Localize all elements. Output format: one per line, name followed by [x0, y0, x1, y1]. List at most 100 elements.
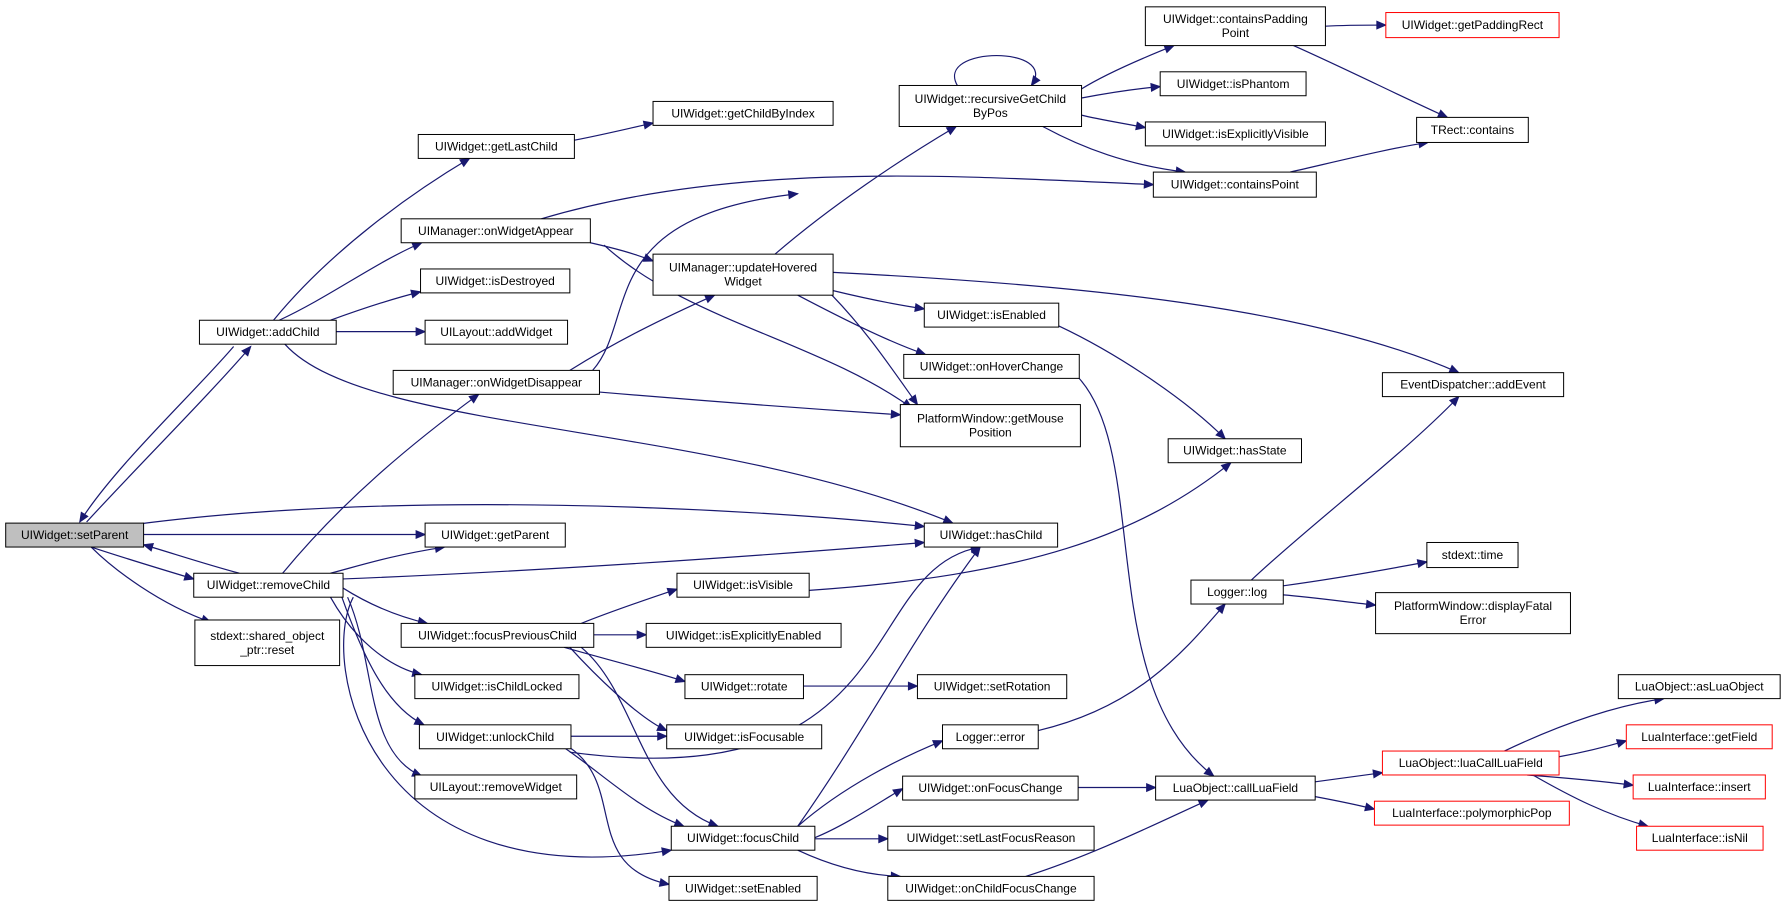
- arrowhead: [945, 125, 958, 136]
- node-box: [400, 622, 595, 648]
- edge-updateHoveredWidget-to-getMousePosition: [831, 294, 919, 406]
- edge-line: [1283, 561, 1427, 587]
- edge-line: [341, 596, 425, 726]
- node-getLastChild[interactable]: UIWidget::getLastChild: [417, 133, 575, 159]
- node-label: Position: [969, 426, 1012, 440]
- node-asLuaObject[interactable]: LuaObject::asLuaObject: [1617, 674, 1781, 700]
- node-label: UIManager::updateHovered: [669, 261, 817, 275]
- node-label: UIWidget::containsPadding: [1163, 12, 1308, 26]
- node-getPaddingRect[interactable]: UIWidget::getPaddingRect: [1385, 12, 1560, 39]
- arrowhead: [1030, 75, 1041, 87]
- edge-line: [569, 646, 667, 732]
- edge-line: [1077, 376, 1215, 777]
- node-getParent[interactable]: UIWidget::getParent: [424, 522, 566, 548]
- edge-containsPaddingPoint-to-getPaddingRect: [1325, 20, 1388, 30]
- node-isVisible[interactable]: UIWidget::isVisible: [676, 572, 810, 598]
- edge-onHoverChange-to-callLuaField: [1077, 376, 1215, 777]
- edge-loggerError-to-loggerLog: [1038, 603, 1226, 732]
- node-hasState[interactable]: UIWidget::hasState: [1167, 438, 1303, 464]
- node-removeChild[interactable]: UIWidget::removeChild: [193, 572, 344, 598]
- node-loggerLog[interactable]: Logger::log: [1190, 579, 1284, 605]
- node-setEnabled[interactable]: UIWidget::setEnabled: [668, 875, 818, 901]
- node-box: [942, 724, 1039, 750]
- edge-line: [1081, 86, 1161, 99]
- node-onWidgetAppear[interactable]: UIManager::onWidgetAppear: [400, 218, 591, 244]
- edge-containsPaddingPoint-to-trectContains: [1293, 45, 1449, 118]
- node-rotate[interactable]: UIWidget::rotate: [684, 674, 804, 700]
- node-loggerError[interactable]: Logger::error: [942, 724, 1039, 750]
- node-setRotation[interactable]: UIWidget::setRotation: [916, 674, 1068, 700]
- node-insert[interactable]: LuaInterface::insert: [1632, 774, 1766, 800]
- edge-focusChild-to-onChildFocusChange: [797, 849, 902, 881]
- node-box: [1144, 121, 1326, 147]
- node-focusPreviousChild[interactable]: UIWidget::focusPreviousChild: [400, 622, 595, 648]
- node-getChildByIndex[interactable]: UIWidget::getChildByIndex: [652, 100, 834, 126]
- edge-focusChild-to-setLastFocusReason: [814, 834, 890, 844]
- node-trectContains[interactable]: TRect::contains: [1416, 116, 1529, 143]
- node-removeWidget[interactable]: UILayout::removeWidget: [414, 774, 578, 800]
- node-box: [1375, 592, 1571, 635]
- node-label: Logger::log: [1207, 585, 1267, 599]
- node-addWidget[interactable]: UILayout::addWidget: [424, 319, 569, 345]
- node-isChildLocked[interactable]: UIWidget::isChildLocked: [414, 674, 580, 700]
- arrowhead: [636, 630, 648, 640]
- node-onFocusChange[interactable]: UIWidget::onFocusChange: [902, 775, 1079, 801]
- edge-line: [278, 242, 422, 321]
- node-onWidgetDisappear[interactable]: UIManager::onWidgetDisappear: [392, 369, 600, 395]
- node-label: LuaInterface::getField: [1641, 730, 1757, 744]
- node-label: LuaObject::luaCallLuaField: [1399, 756, 1543, 770]
- node-label: LuaInterface::insert: [1648, 780, 1751, 794]
- arrowhead: [642, 120, 655, 130]
- node-reset[interactable]: stdext::shared_object_ptr::reset: [194, 619, 341, 667]
- node-isPhantom[interactable]: UIWidget::isPhantom: [1159, 71, 1307, 97]
- node-isNil[interactable]: LuaInterface::isNil: [1636, 825, 1764, 851]
- edge-focusChild-to-hasChild: [797, 546, 981, 827]
- edge-line: [833, 271, 1460, 374]
- node-label: UIManager::onWidgetAppear: [418, 224, 573, 238]
- node-setLastFocusReason[interactable]: UIWidget::setLastFocusReason: [887, 825, 1095, 851]
- node-getField[interactable]: LuaInterface::getField: [1625, 724, 1773, 750]
- edge-addChild-to-getLastChild: [273, 157, 471, 321]
- node-polymorphicPop[interactable]: LuaInterface::polymorphicPop: [1373, 800, 1570, 826]
- node-onHoverChange[interactable]: UIWidget::onHoverChange: [903, 353, 1080, 379]
- edge-line: [809, 462, 1232, 591]
- edge-line: [954, 55, 1036, 86]
- node-luaCallLuaField[interactable]: LuaObject::luaCallLuaField: [1381, 750, 1560, 776]
- node-label: LuaObject::asLuaObject: [1635, 680, 1764, 694]
- edge-updateHoveredWidget-to-onHoverChange: [797, 294, 927, 356]
- node-label: UIWidget::hasState: [1183, 444, 1287, 458]
- node-isFocusable[interactable]: UIWidget::isFocusable: [666, 724, 823, 750]
- node-label: UIWidget::getPaddingRect: [1402, 18, 1544, 32]
- node-unlockChild[interactable]: UIWidget::unlockChild: [418, 724, 572, 750]
- edge-line: [814, 788, 903, 839]
- node-box: [392, 369, 600, 395]
- node-hasChild[interactable]: UIWidget::hasChild: [923, 522, 1059, 548]
- node-box: [194, 619, 341, 667]
- node-addChild[interactable]: UIWidget::addChild: [198, 319, 337, 345]
- node-addEvent[interactable]: EventDispatcher::addEvent: [1381, 372, 1565, 398]
- node-onChildFocusChange[interactable]: UIWidget::onChildFocusChange: [887, 875, 1095, 901]
- node-box: [400, 218, 591, 244]
- node-label: Logger::error: [956, 730, 1025, 744]
- edge-line: [1250, 396, 1460, 581]
- node-containsPoint[interactable]: UIWidget::containsPoint: [1152, 171, 1317, 198]
- node-isExplicitlyVisible[interactable]: UIWidget::isExplicitlyVisible: [1144, 121, 1326, 147]
- node-isDestroyed[interactable]: UIWidget::isDestroyed: [420, 268, 571, 294]
- arrowhead: [707, 818, 720, 828]
- node-focusChild[interactable]: UIWidget::focusChild: [670, 825, 816, 851]
- edge-loggerLog-to-displayFatalError: [1283, 594, 1377, 609]
- node-callLuaField[interactable]: LuaObject::callLuaField: [1155, 775, 1316, 801]
- arrowhead: [415, 529, 427, 540]
- node-isEnabled[interactable]: UIWidget::isEnabled: [923, 302, 1060, 328]
- node-isExplicitlyEnabled[interactable]: UIWidget::isExplicitlyEnabled: [645, 622, 842, 648]
- node-label: UIWidget::recursiveGetChild: [915, 92, 1066, 106]
- node-box: [1385, 12, 1560, 39]
- node-stdextTime[interactable]: stdext::time: [1426, 541, 1519, 569]
- node-setParent[interactable]: UIWidget::setParent: [5, 522, 145, 548]
- edge-line: [1038, 603, 1226, 732]
